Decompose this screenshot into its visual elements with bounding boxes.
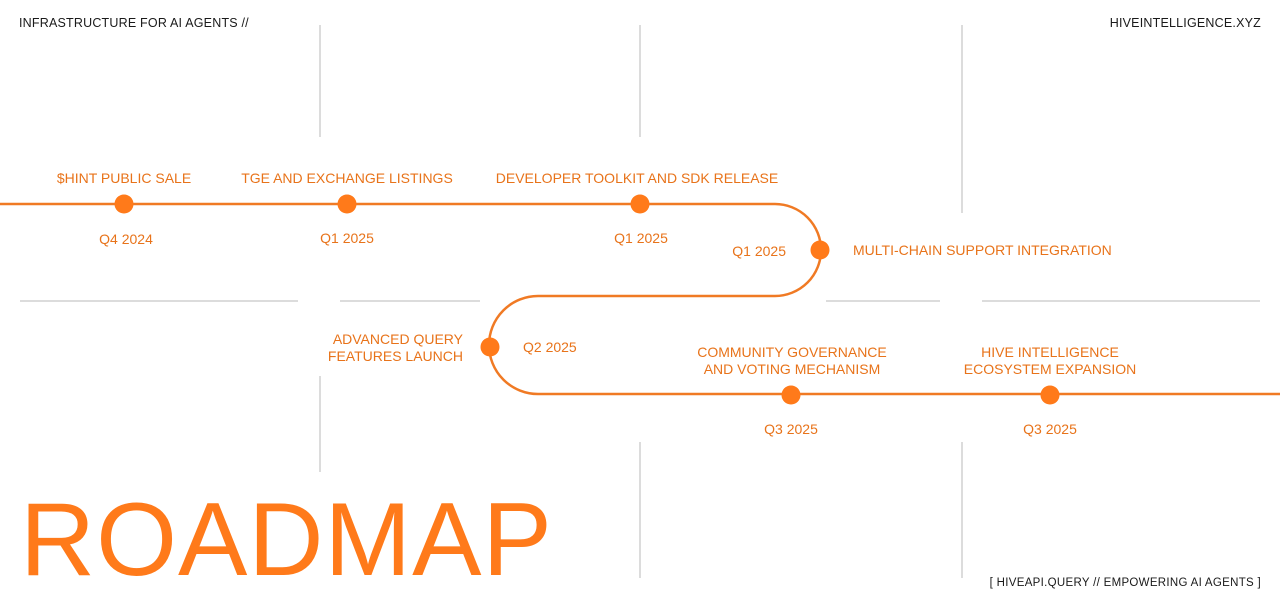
milestone-label: COMMUNITY GOVERNANCE (697, 344, 887, 360)
milestone-label: HIVE INTELLIGENCE (981, 344, 1119, 360)
milestone-dot[interactable] (480, 337, 500, 357)
milestone-label: $HINT PUBLIC SALE (57, 170, 191, 186)
milestone-dot[interactable] (781, 385, 801, 405)
milestone-label: MULTI-CHAIN SUPPORT INTEGRATION (853, 242, 1112, 258)
milestone-dot[interactable] (630, 194, 650, 214)
tagline: INFRASTRUCTURE FOR AI AGENTS // (19, 16, 249, 30)
milestone-date: Q2 2025 (523, 339, 577, 355)
milestone-date: Q1 2025 (732, 243, 786, 259)
milestone-dot[interactable] (1040, 385, 1060, 405)
milestone-date: Q3 2025 (1023, 421, 1077, 437)
milestone-date: Q1 2025 (320, 230, 374, 246)
site-link[interactable]: HIVEINTELLIGENCE.XYZ (1109, 16, 1261, 30)
milestone-label: AND VOTING MECHANISM (704, 361, 881, 377)
milestone-label: DEVELOPER TOOLKIT AND SDK RELEASE (496, 170, 778, 186)
milestone-label: FEATURES LAUNCH (328, 348, 463, 364)
milestone-dot[interactable] (337, 194, 357, 214)
milestone-dot[interactable] (810, 240, 830, 260)
milestone-label: ADVANCED QUERY (333, 331, 464, 347)
page-title: ROADMAP (20, 482, 553, 598)
milestone-date: Q3 2025 (764, 421, 818, 437)
milestone-date: Q4 2024 (99, 231, 153, 247)
grid-dividers (20, 25, 1260, 578)
milestone-date: Q1 2025 (614, 230, 668, 246)
milestone-label: ECOSYSTEM EXPANSION (964, 361, 1136, 377)
milestone-dot[interactable] (114, 194, 134, 214)
milestone-label: TGE AND EXCHANGE LISTINGS (241, 170, 453, 186)
footer-tagline: [ HIVEAPI.QUERY // EMPOWERING AI AGENTS … (989, 577, 1261, 589)
timeline-path (0, 202, 1280, 396)
